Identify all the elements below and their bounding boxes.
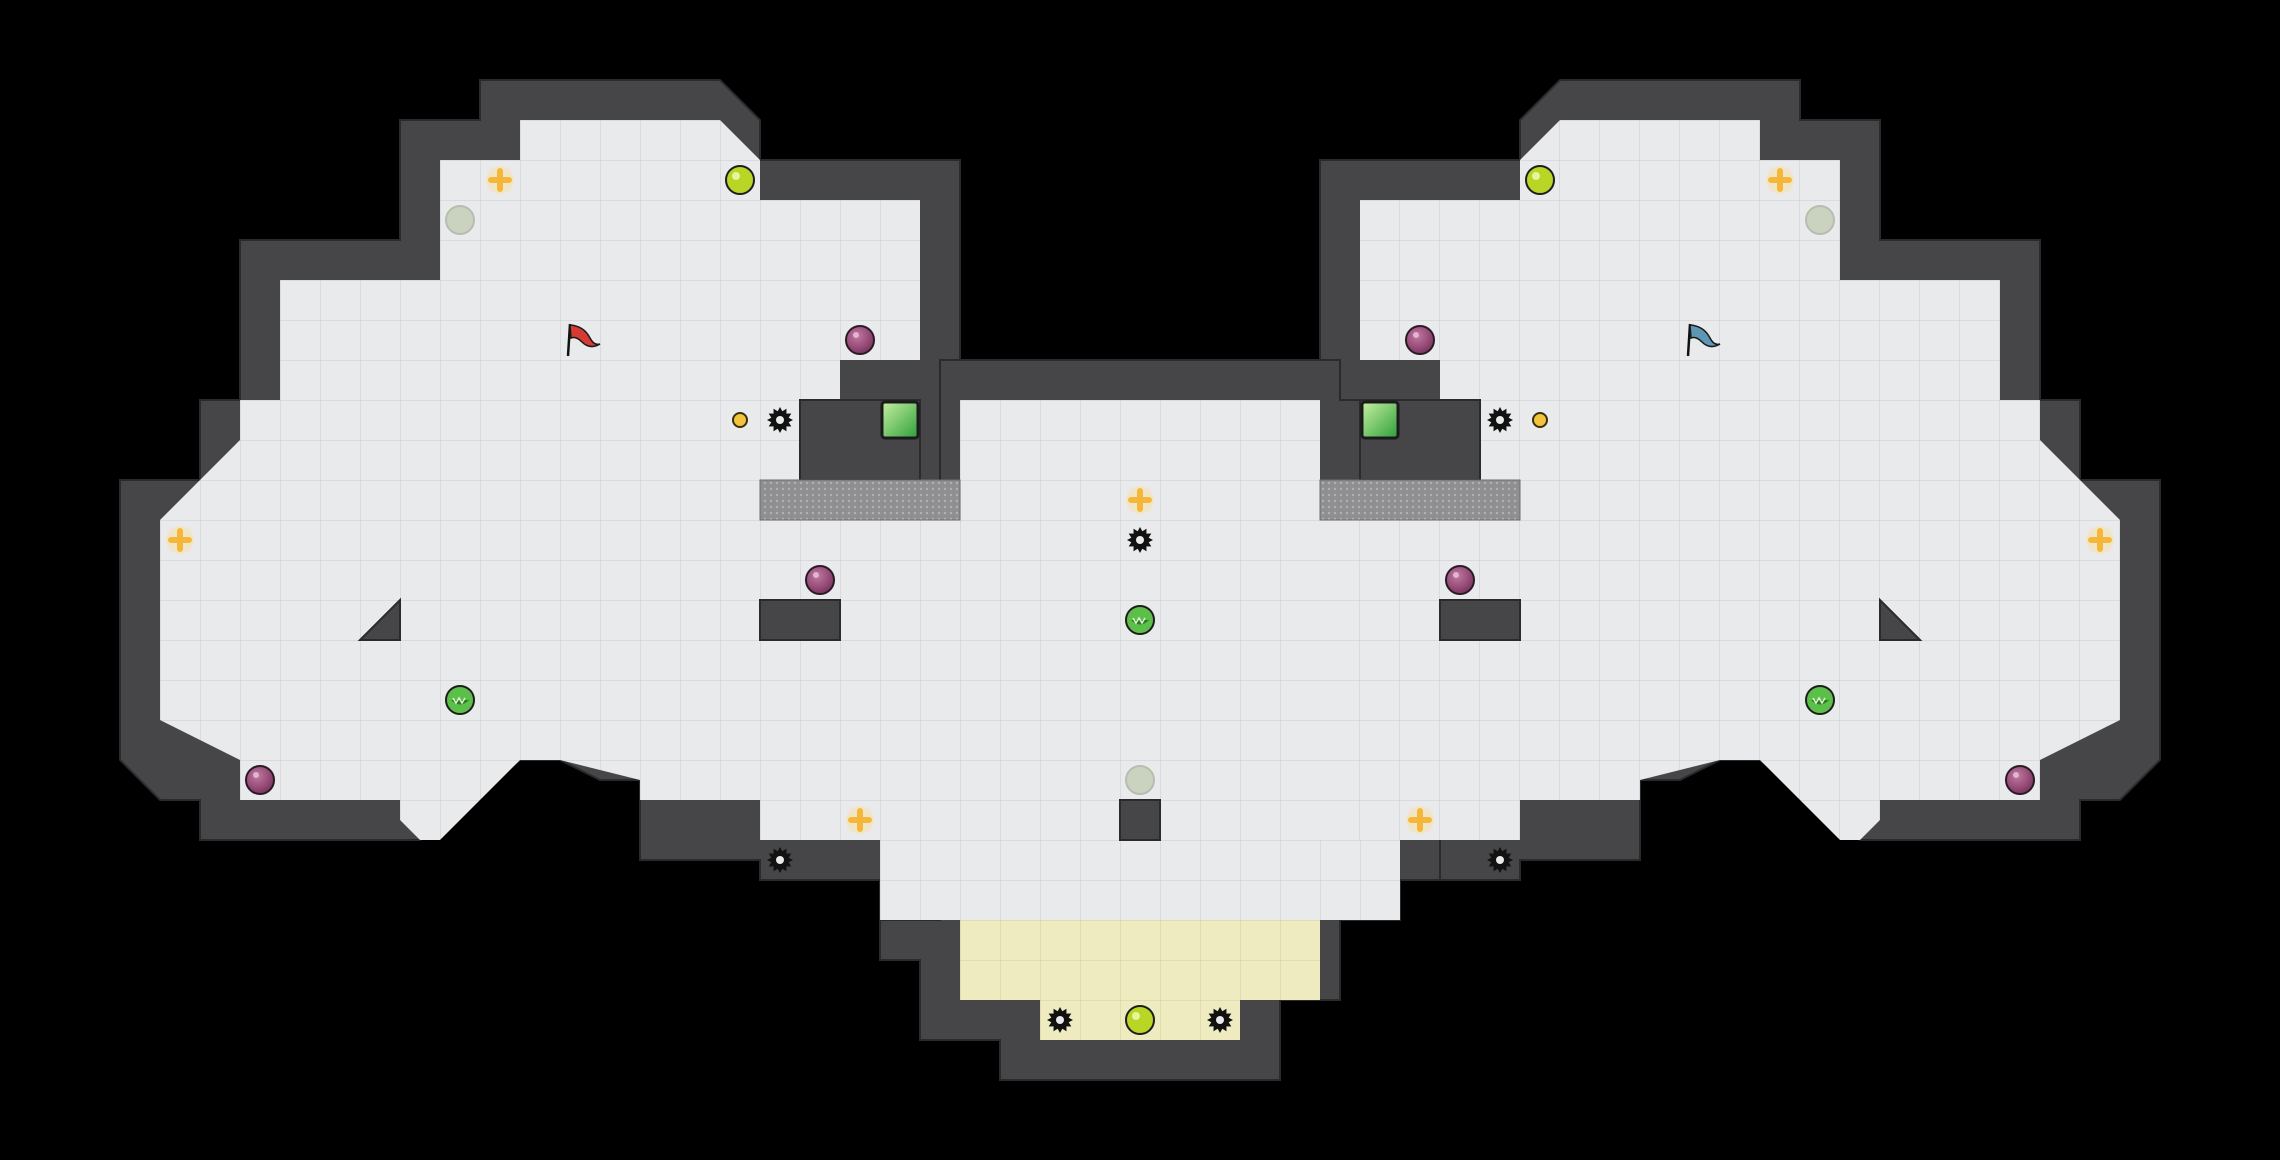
bomb-icon (1445, 565, 1475, 595)
spike-icon (1047, 1007, 1073, 1033)
mesh-gate-left (759, 479, 961, 521)
spike-icon (1127, 527, 1153, 553)
inactive-powerup-icon (1125, 765, 1155, 795)
inactive-powerup-icon (445, 205, 475, 235)
portal-ball-icon (1805, 685, 1835, 715)
wall-bar (1439, 599, 1521, 641)
bomb-icon (845, 325, 875, 355)
floor-right (1320, 120, 2120, 880)
mesh-gate-right (1319, 479, 1521, 521)
boost-icon (846, 806, 874, 834)
bomb-icon (1405, 325, 1435, 355)
boost-icon (1406, 806, 1434, 834)
bomb-icon (2005, 765, 2035, 795)
boost-icon (166, 526, 194, 554)
spike-icon (1487, 847, 1513, 873)
spike-icon (1487, 407, 1513, 433)
gate-portal (880, 400, 920, 440)
powerup-icon (1525, 165, 1555, 195)
powerup-icon (1125, 1005, 1155, 1035)
floor-center-bottom (960, 880, 1320, 920)
bomb-icon (805, 565, 835, 595)
boost-icon (2086, 526, 2114, 554)
portal-ball-icon (1125, 605, 1155, 635)
flag-icon (566, 323, 601, 357)
bomb-icon (245, 765, 275, 795)
wedge-obstacle (357, 597, 401, 641)
goal-zone (960, 920, 1320, 1000)
boost-icon (1766, 166, 1794, 194)
floor-left (160, 120, 960, 880)
inactive-powerup-icon (1805, 205, 1835, 235)
floor-area (160, 120, 2120, 1040)
obstacles (357, 399, 1923, 841)
center-block (1119, 799, 1161, 841)
spike-icon (767, 407, 793, 433)
portal-ball-icon (445, 685, 475, 715)
gate-button-icon (1532, 412, 1548, 428)
flag-icon (1686, 323, 1721, 357)
gate-button-icon (732, 412, 748, 428)
spike-icon (767, 847, 793, 873)
boost-icon (486, 166, 514, 194)
gate-portal (1360, 400, 1400, 440)
boost-icon (1126, 486, 1154, 514)
powerup-icon (725, 165, 755, 195)
spike-icon (1207, 1007, 1233, 1033)
wedge-obstacle (1879, 597, 1923, 641)
gate-housing (1359, 399, 1481, 481)
wall-bar (759, 599, 841, 641)
